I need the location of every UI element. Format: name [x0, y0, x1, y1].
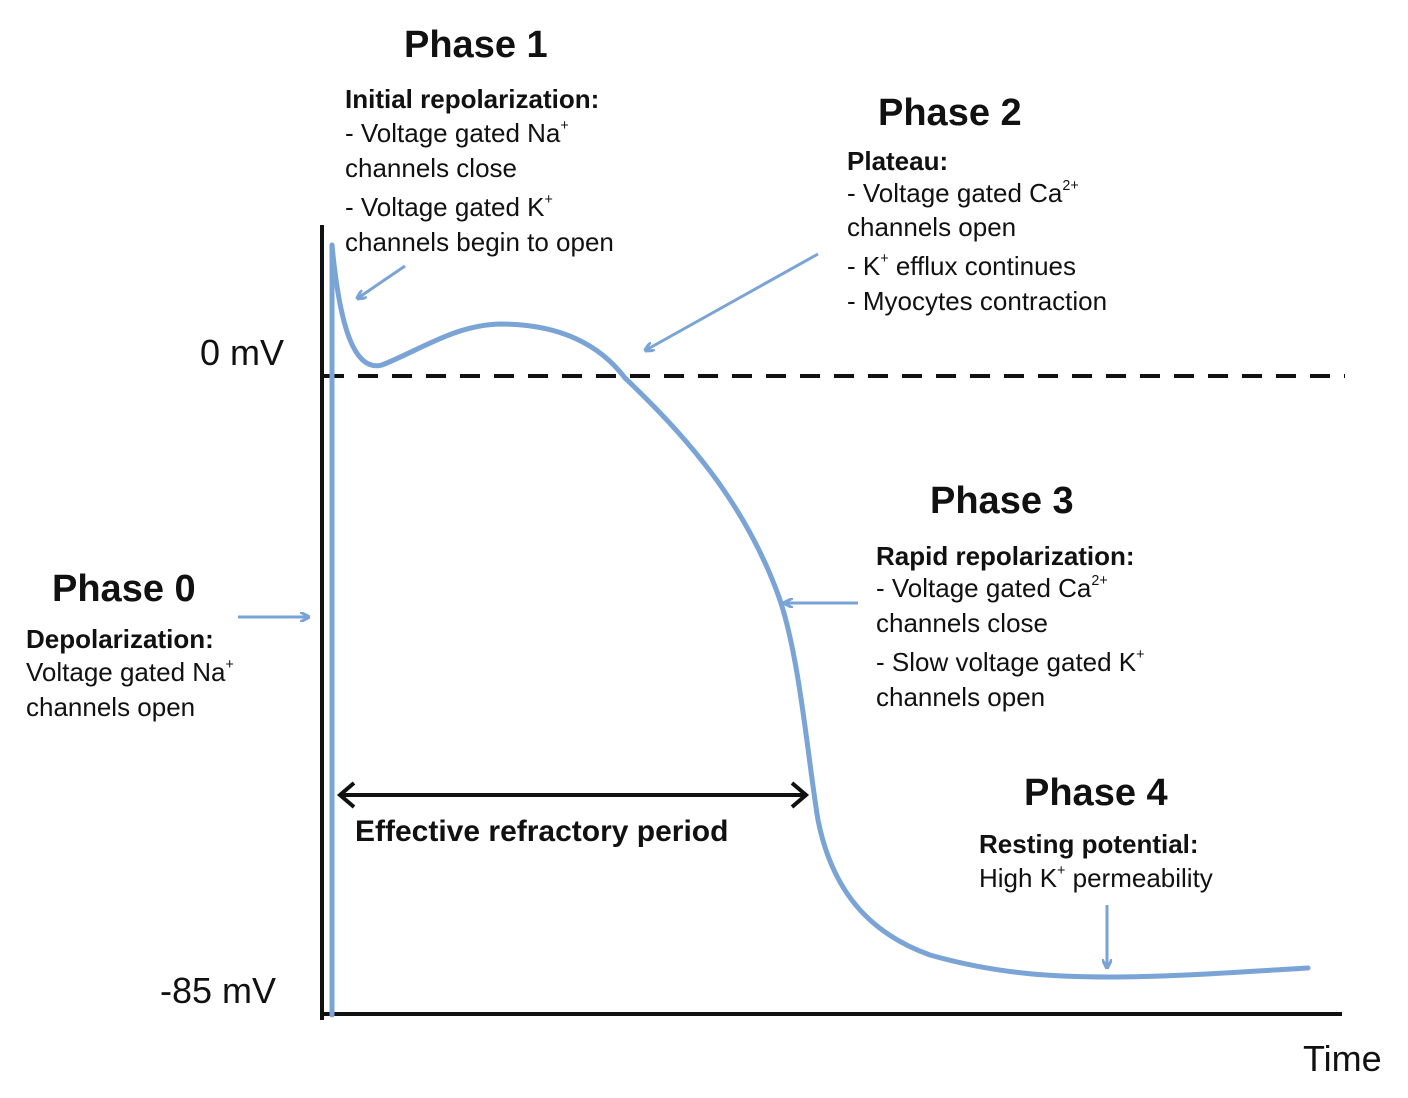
phase4-subtitle: Resting potential:	[979, 829, 1199, 859]
phase2-title: Phase 2	[878, 92, 1022, 134]
phase3-subtitle: Rapid repolarization:	[876, 541, 1135, 571]
phase1-bullet2b: channels begin to open	[345, 227, 614, 257]
phase0-line2: channels open	[26, 692, 196, 722]
phase1-subtitle: Initial repolarization:	[345, 84, 600, 114]
phase2-bullet2: - K+ efflux continues	[847, 250, 1077, 281]
phase3-bullet2a: - Slow voltage gated K+	[876, 646, 1145, 677]
erp-double-arrow	[336, 781, 810, 809]
phase0-title: Phase 0	[52, 568, 196, 610]
phase2-bullet1a: - Voltage gated Ca2+	[847, 177, 1079, 208]
phase1-title: Phase 1	[404, 24, 548, 66]
phase3-bullet1b: channels close	[876, 608, 1048, 638]
phase3-bullet2b: channels open	[876, 682, 1046, 712]
phase0-line1: Voltage gated Na+	[26, 656, 234, 687]
phase3-bullet1a: - Voltage gated Ca2+	[876, 572, 1108, 603]
phase1-bullet1b: channels close	[345, 153, 517, 183]
phase2-arrow	[646, 252, 819, 350]
time-axis-label: Time	[1303, 1038, 1382, 1079]
phase1-bullet2a: - Voltage gated K+	[345, 191, 553, 222]
phase2-bullet1b: channels open	[847, 212, 1017, 242]
phase1-bullet1a: - Voltage gated Na+	[345, 117, 569, 148]
phase4-title: Phase 4	[1024, 772, 1168, 814]
phase3-title: Phase 3	[930, 480, 1074, 522]
minus-85-mv-label: -85 mV	[160, 970, 277, 1011]
phase2-subtitle: Plateau:	[847, 146, 949, 176]
phase2-bullet3: - Myocytes contraction	[847, 286, 1108, 316]
zero-mv-label: 0 mV	[200, 332, 285, 373]
effective-refractory-period-label: Effective refractory period	[355, 815, 729, 848]
phase1-arrow	[358, 264, 406, 298]
phase0-subtitle: Depolarization:	[26, 624, 214, 654]
phase4-line1: High K+ permeability	[979, 862, 1213, 893]
action-potential-curve	[329, 242, 1311, 1018]
